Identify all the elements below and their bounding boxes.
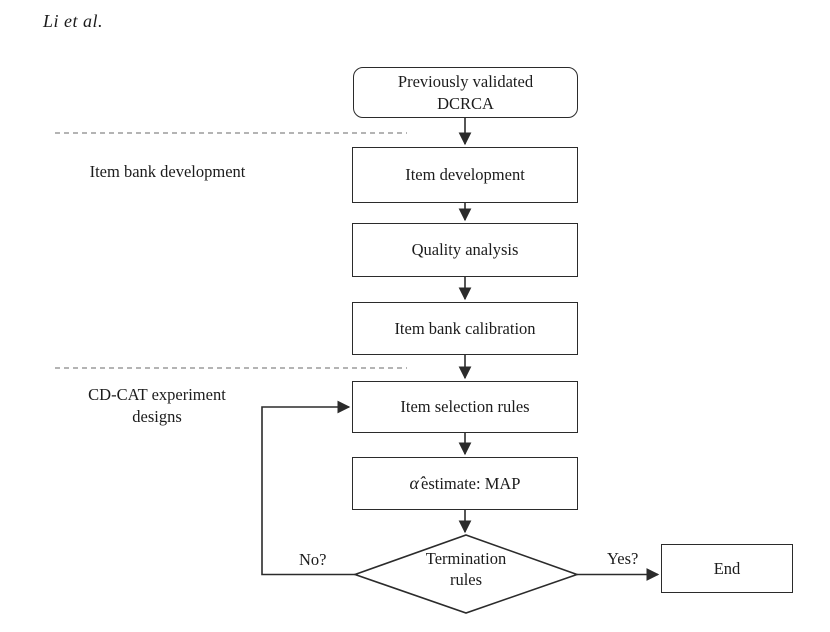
node-label-line1: Previously validated (397, 72, 534, 92)
alpha-hat-symbol: α̂ (409, 472, 419, 493)
node-label: End (713, 558, 741, 578)
node-label: Item bank calibration (394, 318, 536, 338)
node-label-line2: rules (449, 570, 483, 590)
node-item-development: Item development (352, 147, 578, 203)
edge-label-no: No? (299, 550, 327, 569)
section-label-cdcat-experiment-designs: CD-CAT experiment designs (88, 385, 226, 427)
node-label: estimate: MAP (421, 473, 521, 493)
node-previously-validated-dcrca: Previously validated DCRCA (353, 67, 578, 118)
node-alpha-estimate-map: α̂ estimate: MAP (352, 457, 578, 510)
author-heading: Li et al. (43, 11, 104, 31)
node-item-bank-calibration: Item bank calibration (352, 302, 578, 355)
node-termination-rules-label: Termination rules (401, 548, 531, 590)
node-label: Item selection rules (400, 397, 530, 417)
node-label: Item development (405, 165, 525, 185)
node-quality-analysis: Quality analysis (352, 223, 578, 277)
section-label-item-bank-development: Item bank development (89, 162, 246, 181)
node-end: End (661, 544, 793, 593)
node-label: Quality analysis (411, 240, 519, 260)
node-item-selection-rules: Item selection rules (352, 381, 578, 433)
edge-label-yes: Yes? (607, 549, 639, 568)
node-label-line2: DCRCA (437, 93, 494, 113)
node-label-line1: Termination (425, 549, 507, 568)
